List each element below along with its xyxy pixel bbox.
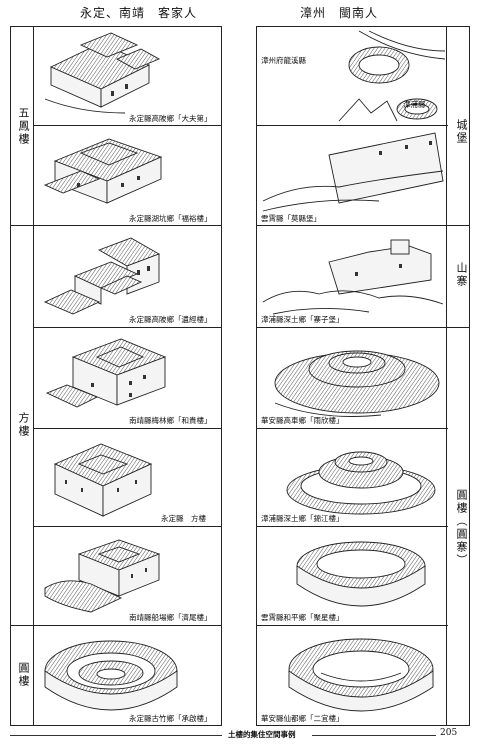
illustration-yuxinlou — [274, 350, 440, 417]
caption-eryilou: 華安縣仙都鄉「二宜樓」 — [261, 714, 344, 723]
caption-heguilou: 南靖縣梅林鄉「和貴樓」 — [129, 416, 212, 425]
left-column-table: 五鳳樓 方樓 圓樓 — [10, 26, 222, 726]
group-label-wufeng: 五鳳樓 — [17, 107, 30, 146]
right-column-table: 城堡 山寨 圓樓（圓寨） — [256, 26, 470, 726]
illustration-longxi — [338, 30, 445, 122]
caption-dafudi: 永定縣高陂鄉「大夫第」 — [129, 114, 212, 123]
caption-longxi: 漳州府龍溪縣 — [261, 56, 306, 65]
illustration-chengqilou — [44, 640, 178, 711]
illustration-moxianbao — [262, 132, 444, 212]
row-divider — [257, 526, 448, 527]
group-label-shanzhai: 山寨 — [455, 262, 468, 288]
illustration-fanglou — [53, 443, 153, 517]
footer-title: 土樓的集住空間事例 — [228, 730, 296, 739]
group-label-yuanlou: 圓樓 — [17, 662, 30, 688]
row-divider — [33, 327, 222, 328]
caption-yuxinlou: 華安縣高車鄉「雨欣樓」 — [261, 416, 344, 425]
illustration-heguilou — [45, 338, 167, 408]
illustration-jinjianglou — [286, 451, 436, 515]
group-divider — [11, 625, 222, 626]
illustration-juxinglou — [296, 541, 426, 607]
caption-zhaizibao: 漳浦縣深土鄉「寨子堡」 — [261, 315, 344, 324]
caption-yijinglou: 永定縣高陂鄉「遺經樓」 — [129, 315, 212, 324]
row-divider — [257, 125, 448, 126]
caption-jiweilou: 南靖縣船場鄉「濟尾樓」 — [129, 613, 212, 622]
caption-fuyulou: 永定縣湖坑鄉「福裕樓」 — [129, 214, 212, 223]
row-divider — [257, 428, 448, 429]
left-group-column — [11, 27, 34, 725]
group-divider — [11, 225, 222, 226]
illustration-eryilou — [288, 638, 434, 712]
page-footer: 土樓的集住空間事例 205 — [0, 727, 478, 743]
caption-chengqilou: 永定縣古竹鄉「承啟樓」 — [129, 714, 212, 723]
caption-zhangpu: 漳浦縣 — [403, 100, 426, 109]
row-divider — [33, 526, 222, 527]
footer-rule-right — [312, 735, 436, 736]
left-column-header: 永定、南靖 客家人 — [80, 6, 198, 20]
page-number: 205 — [440, 728, 458, 738]
illustration-yijinglou — [43, 237, 161, 315]
row-divider — [33, 125, 222, 126]
footer-rule-left — [10, 735, 222, 736]
group-label-yuanlou-yuanzhai: 圓樓（圓寨） — [455, 489, 468, 567]
group-divider — [257, 225, 470, 226]
group-label-fanglou: 方樓 — [17, 412, 30, 438]
right-column-header: 漳州 閩南人 — [300, 6, 379, 20]
illustration-zhaizibao — [262, 239, 444, 315]
illustration-fuyulou — [43, 138, 163, 204]
caption-jinjianglou: 漳浦縣深土鄉「錦江樓」 — [261, 514, 344, 523]
right-group-column — [446, 27, 469, 725]
group-divider — [257, 327, 470, 328]
illustration-dafudi — [44, 32, 161, 114]
row-divider — [33, 428, 222, 429]
caption-moxianbao: 雲霄縣「莫縣堡」 — [261, 214, 321, 223]
group-label-chengbao: 城堡 — [455, 119, 468, 145]
illustration-jiweilou — [44, 539, 161, 613]
caption-juxinglou: 雲霄縣和平鄉「聚星樓」 — [261, 613, 344, 622]
caption-fanglou: 永定縣 方樓 — [161, 514, 206, 523]
row-divider — [257, 625, 448, 626]
